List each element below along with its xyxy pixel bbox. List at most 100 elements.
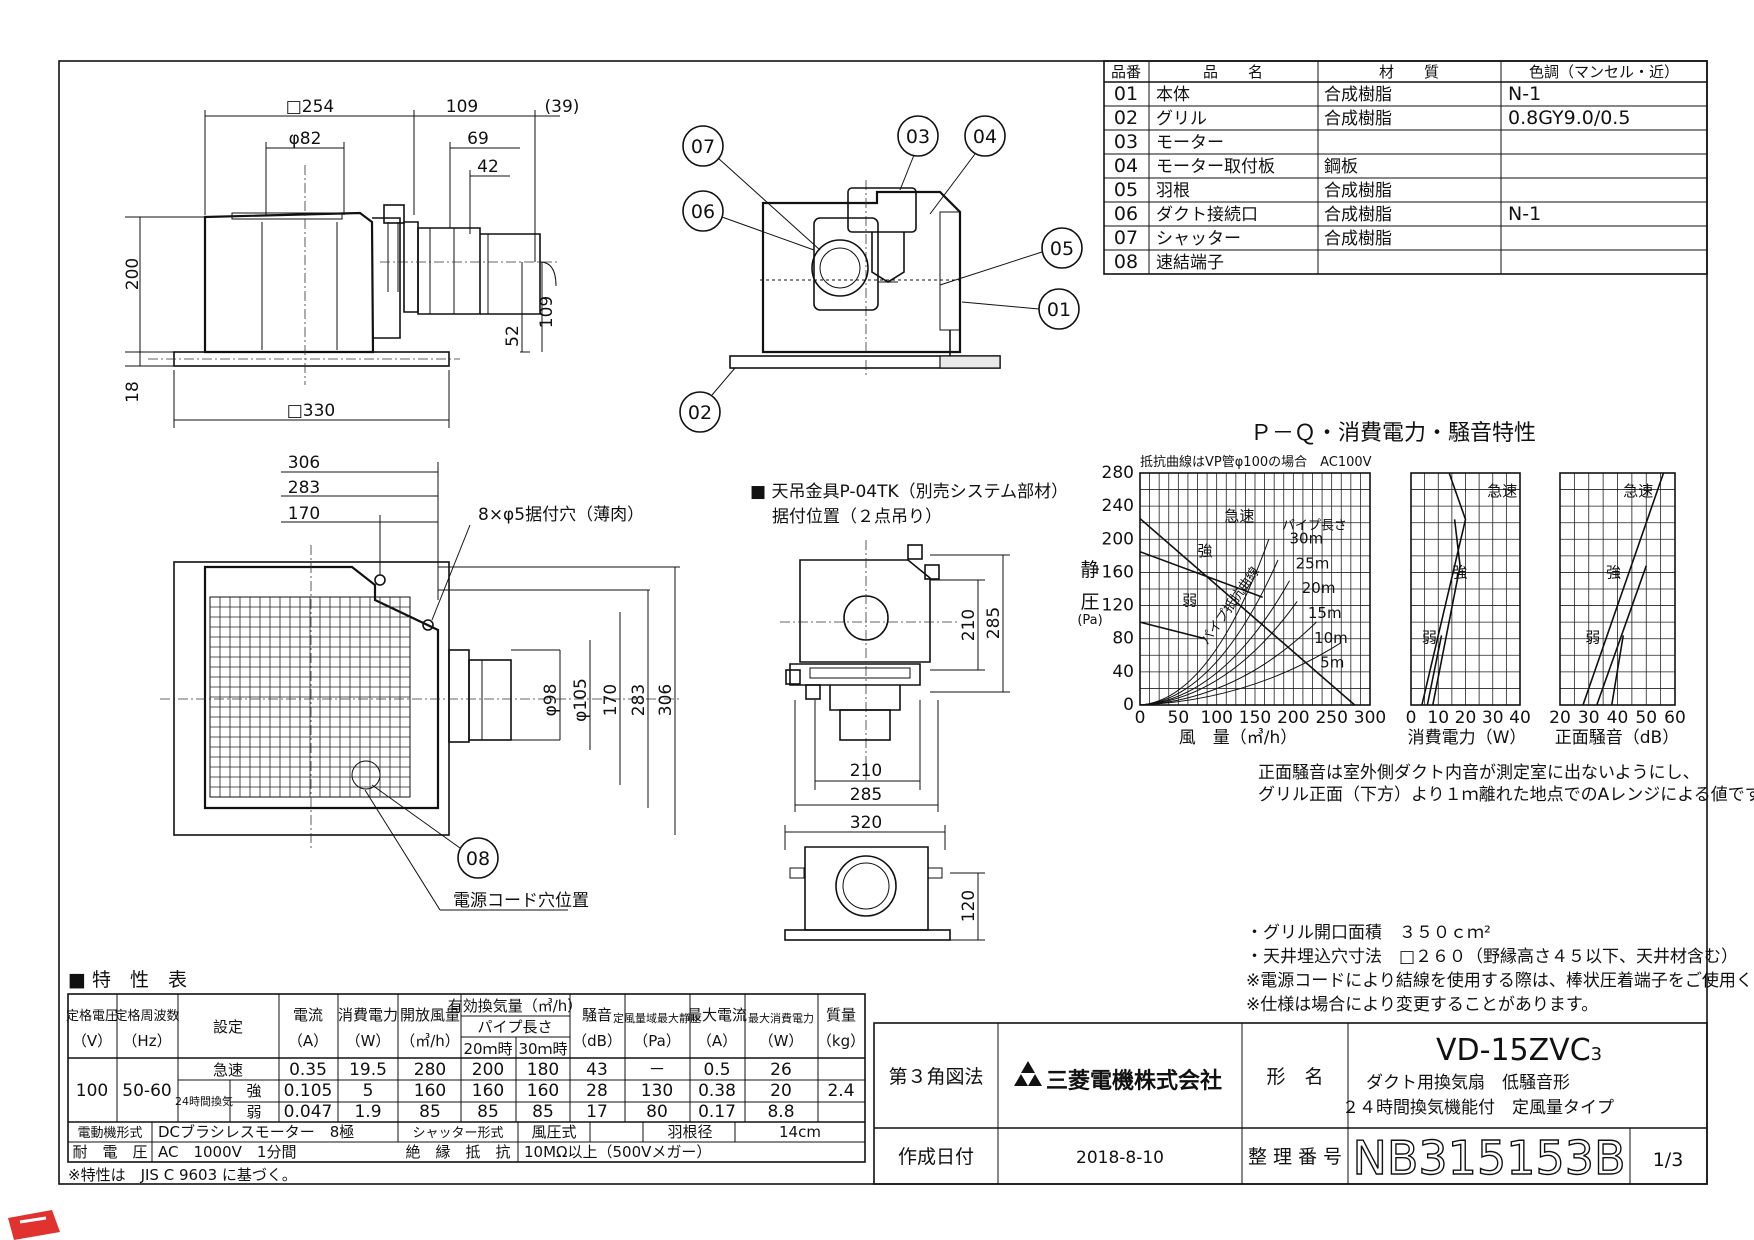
part-no: 06 (1114, 203, 1138, 225)
part-name: グリル (1156, 109, 1207, 129)
dim-39: (39) (545, 97, 580, 117)
spec-frequency: 50-60 (122, 1081, 171, 1101)
spec-h-30m: 30ｍ時 (518, 1040, 567, 1058)
noise-note-2: グリル正面（下方）より１ｍ離れた地点でのAレンジによる値です。 (1258, 785, 1754, 805)
spec-insulation-label: 絶 縁 抵 抗 (405, 1143, 510, 1161)
dim-254: □254 (286, 97, 335, 117)
x-tick: 40 (1607, 708, 1629, 728)
noise-note-1: 正面騒音は室外側ダクト内音が測定室に出ないようにし、 (1258, 763, 1700, 783)
chart-label: 強 (1198, 542, 1213, 560)
note-cord: ※電源コードにより結線を使用する際は、棒状圧着端子をご使用ください。 (1246, 970, 1754, 991)
part-no: 02 (1114, 107, 1138, 129)
part-material: 合成樹脂 (1324, 109, 1392, 129)
spec-h-setting: 設定 (213, 1018, 243, 1036)
dim-120: 120 (959, 890, 979, 922)
x-tick: 0 (1406, 708, 1417, 728)
chart-label: パイプ長さ (1282, 518, 1347, 533)
spec-cell-mw: 20 (770, 1081, 792, 1101)
callout-06: 06 (682, 190, 815, 251)
chart-label: 弱 (1585, 628, 1600, 646)
drawing-number-label: 整 理 番 号 (1248, 1146, 1342, 1168)
chart-xlabel-power: 消費電力（W） (1408, 728, 1527, 748)
chart-title: Ｐ－Ｑ・消費電力・騒音特性 (1250, 421, 1536, 446)
spec-cell-pa: － (649, 1060, 666, 1080)
part-color: 0.8GY9.0/0.5 (1508, 107, 1630, 129)
spec-h-effective: 有効換気量（㎥/h） (448, 997, 583, 1015)
part-name: シャッター (1156, 229, 1241, 249)
callout-01: 01 (961, 288, 1080, 330)
chart-label: 強 (1606, 563, 1621, 581)
hanger-subtitle: 据付位置（２点吊り） (772, 507, 942, 527)
x-tick: 50 (1635, 708, 1657, 728)
callout-02: 02 (679, 367, 736, 433)
spec-cell-m30: 180 (527, 1060, 559, 1080)
chart-label: 弱 (1182, 592, 1197, 610)
spec-cell-a: 0.35 (289, 1060, 327, 1080)
corner-logo-icon (8, 1210, 60, 1240)
callout-04: 04 (929, 115, 1006, 215)
dim-109-vertical: 109 (537, 296, 557, 328)
dim-285: 285 (850, 785, 882, 805)
spec-shutter: 風圧式 (531, 1123, 576, 1141)
parts-header-color: 色調（マンセル・近） (1529, 63, 1679, 81)
dim-210-vertical: 210 (959, 609, 979, 641)
spec-withstand: AC 1000V 1分間 (158, 1143, 296, 1161)
spec-voltage: 100 (76, 1081, 108, 1101)
dim-283: 283 (288, 478, 320, 498)
spec-withstand-label: 耐 電 圧 (72, 1143, 147, 1161)
spec-cell-mw: 26 (770, 1060, 792, 1080)
dim-18: 18 (123, 381, 143, 403)
spec-cell-m30: 85 (532, 1102, 554, 1122)
spec-h-open-airflow: 開放風量 (400, 1006, 460, 1024)
series-line (1139, 621, 1206, 640)
spec-motor: DCブラシレスモーター 8極 (158, 1123, 354, 1141)
chart-label: 20m (1302, 579, 1336, 597)
svg-text:03: 03 (906, 126, 930, 148)
note-spec-change: ※仕様は場合により変更することがあります。 (1246, 995, 1598, 1015)
series-line (1426, 635, 1443, 706)
spec-h-current: 電流 (293, 1006, 323, 1024)
part-name: ダクト接続口 (1156, 205, 1258, 225)
series-line (1139, 517, 1356, 706)
x-tick: 300 (1354, 708, 1386, 728)
spec-h-max-static-unit: （Pa） (633, 1032, 681, 1050)
chart-note: 抵抗曲線はVP管φ100の場合 AC100V (1140, 454, 1372, 470)
series-line (1432, 519, 1461, 706)
dim-82: φ82 (289, 129, 322, 149)
note-grille-area: ・グリル開口面積 ３５０ｃｍ² (1246, 923, 1491, 943)
chart-label: 15m (1308, 604, 1342, 622)
created-date: 2018-8-10 (1076, 1148, 1164, 1168)
dim-210: 210 (850, 761, 882, 781)
part-name: モーター (1156, 133, 1224, 153)
x-tick: 250 (1315, 708, 1347, 728)
series-line (1596, 565, 1648, 706)
spec-shutter-label: シャッター形式 (412, 1126, 503, 1141)
spec-h-voltage: 定格電圧 (66, 1008, 118, 1024)
x-tick: 100 (1200, 708, 1232, 728)
spec-h-mass: 質量 (826, 1006, 856, 1024)
spec-h-voltage-unit: （V） (72, 1032, 112, 1050)
model-name-label: 形 名 (1266, 1066, 1323, 1088)
x-tick: 50 (1168, 708, 1190, 728)
spec-h-open-airflow-unit: （㎥/h） (400, 1032, 460, 1050)
part-name: モーター取付板 (1156, 157, 1275, 177)
model-number: VD-15ZVC3 (1436, 1033, 1602, 1068)
spec-cell-db: 28 (586, 1081, 608, 1101)
dim-330: □330 (287, 401, 336, 421)
x-tick: 20 (1549, 708, 1571, 728)
spec-blade: 14cm (779, 1123, 821, 1141)
callout-05: 05 (939, 227, 1083, 286)
dim-52: 52 (503, 325, 523, 347)
dim-283-vertical: 283 (629, 684, 649, 716)
dim-69: 69 (467, 129, 489, 149)
spec-cell-m20: 200 (472, 1060, 504, 1080)
part-material: 鋼板 (1324, 157, 1358, 177)
y-tick: 120 (1102, 596, 1134, 616)
chart-label: 急速 (1224, 507, 1254, 525)
chart-label: 強 (1452, 563, 1467, 581)
spec-cell-mw: 8.8 (767, 1102, 794, 1122)
spec-cell-a: 0.047 (284, 1102, 333, 1122)
pq-chart-block: Ｐ－Ｑ・消費電力・騒音特性 抵抗曲線はVP管φ100の場合 AC100V 静 圧… (1077, 421, 1686, 748)
